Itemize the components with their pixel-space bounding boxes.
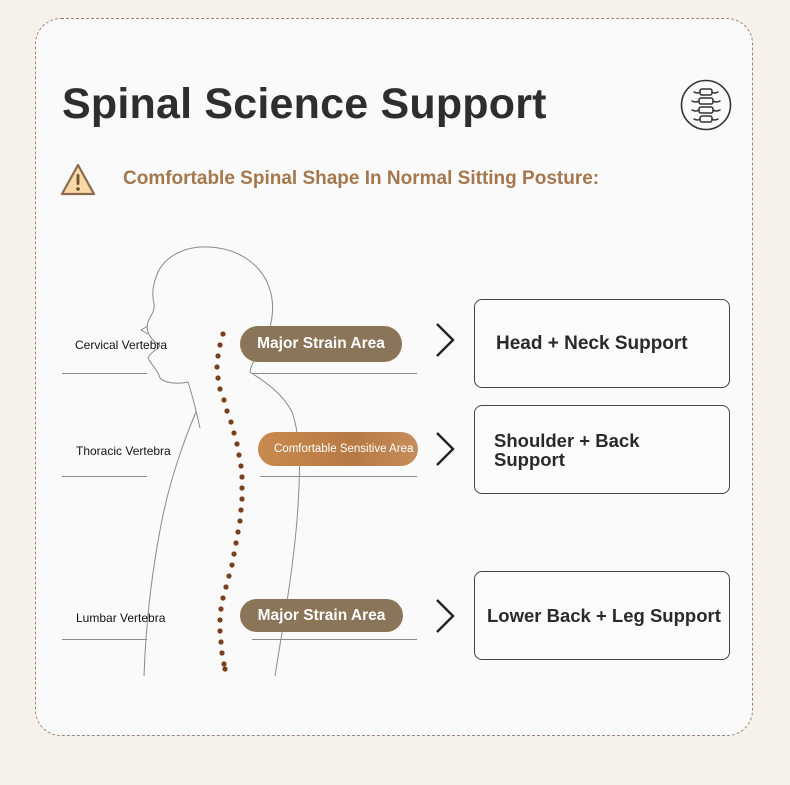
lumbar-vertebra-label: Lumbar Vertebra xyxy=(76,611,166,625)
divider-line xyxy=(252,639,417,640)
major-strain-badge: Major Strain Area xyxy=(240,599,403,632)
chevron-right-icon xyxy=(436,432,455,466)
divider-line xyxy=(62,639,147,640)
chevron-right-icon xyxy=(436,323,455,357)
warning-triangle-icon xyxy=(60,163,96,196)
thoracic-vertebra-label: Thoracic Vertebra xyxy=(76,444,171,458)
page-title: Spinal Science Support xyxy=(62,80,547,128)
major-strain-badge: Major Strain Area xyxy=(240,326,402,362)
shoulder-back-support-box: Shoulder + Back Support xyxy=(474,405,730,494)
divider-line xyxy=(62,476,147,477)
divider-line xyxy=(62,373,147,374)
chevron-right-icon xyxy=(436,599,455,633)
comfortable-sensitive-badge: Comfortable Sensitive Area xyxy=(258,432,418,466)
spine-logo-icon xyxy=(680,79,732,131)
divider-line xyxy=(260,476,417,477)
section-subtitle: Comfortable Spinal Shape In Normal Sitti… xyxy=(123,168,600,189)
lower-back-leg-support-box: Lower Back + Leg Support xyxy=(474,571,730,660)
head-neck-support-box: Head + Neck Support xyxy=(474,299,730,388)
cervical-vertebra-label: Cervical Vertebra xyxy=(75,338,168,352)
divider-line xyxy=(252,373,417,374)
